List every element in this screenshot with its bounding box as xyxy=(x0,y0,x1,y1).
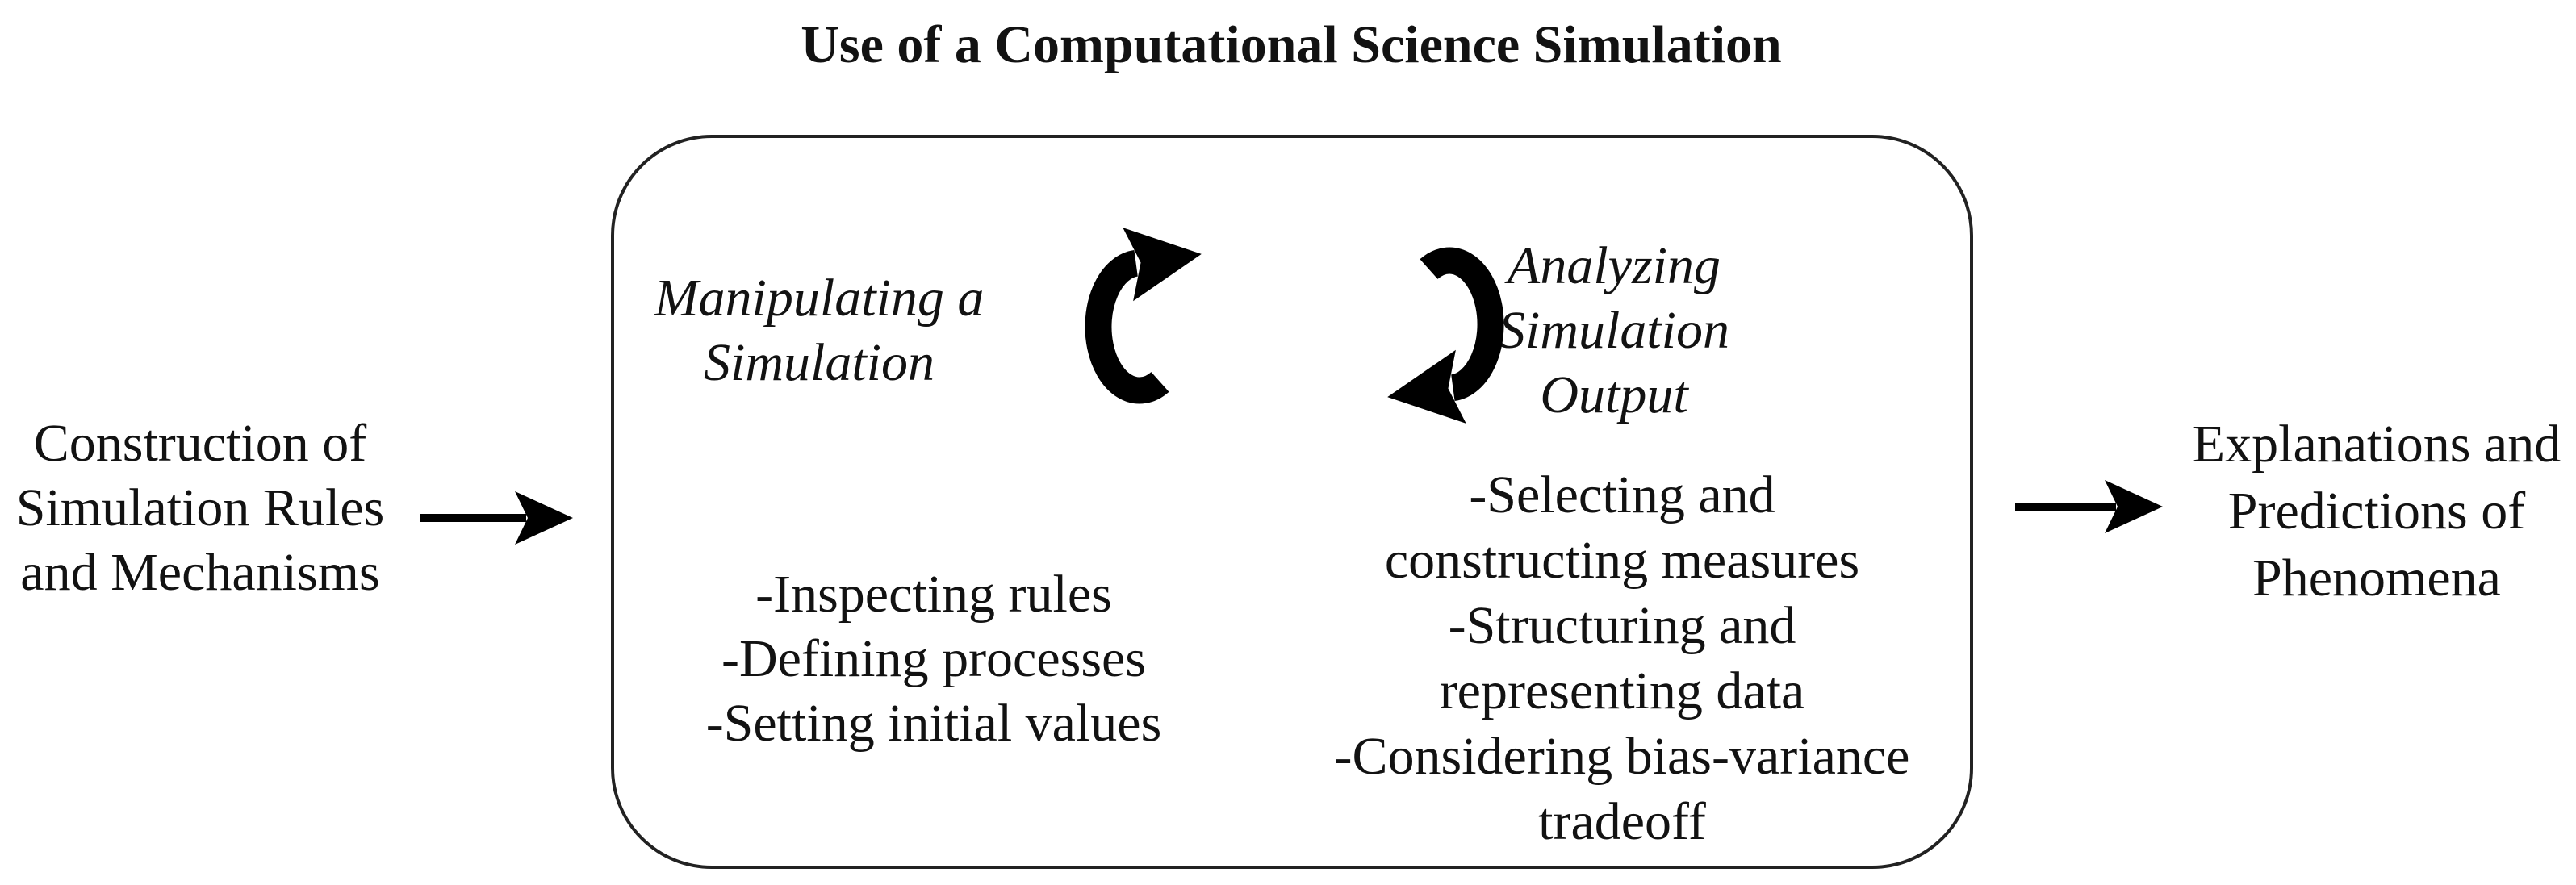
input-node-label: Construction of Simulation Rules and Mec… xyxy=(0,411,400,605)
list-item: -Defining processes xyxy=(721,629,1146,688)
analyzing-heading-line: Output xyxy=(1540,365,1688,424)
manipulating-simulation-heading: Manipulating a Simulation xyxy=(577,266,1061,395)
input-node-line: Construction of xyxy=(33,414,367,473)
output-node-line: Explanations and xyxy=(2192,415,2561,474)
analyzing-heading-line: Simulation xyxy=(1498,301,1729,360)
input-node-line: and Mechanisms xyxy=(20,543,380,602)
list-item-line: tradeoff xyxy=(1538,792,1706,851)
list-item: -Inspecting rules xyxy=(755,565,1112,624)
input-node-line: Simulation Rules xyxy=(15,478,385,537)
output-node-label: Explanations and Predictions of Phenomen… xyxy=(2094,411,2576,612)
diagram-title: Use of a Computational Science Simulatio… xyxy=(801,15,1782,74)
list-item-line: -Structuring and xyxy=(1448,596,1796,655)
output-node-line: Phenomena xyxy=(2252,549,2501,607)
analyzing-heading-line: Analyzing xyxy=(1508,236,1721,295)
analyzing-output-heading: Analyzing Simulation Output xyxy=(1372,234,1856,428)
list-item-line: -Selecting and xyxy=(1469,465,1775,524)
list-item: -Setting initial values xyxy=(705,694,1162,753)
manipulating-heading-line: Simulation xyxy=(703,333,935,392)
manipulating-item-list: -Inspecting rules -Defining processes -S… xyxy=(651,562,1216,756)
manipulating-heading-line: Manipulating a xyxy=(654,269,985,328)
list-item-line: -Considering bias-variance xyxy=(1334,727,1910,786)
analyzing-item-list: -Selecting and constructing measures -St… xyxy=(1315,462,1929,854)
list-item-line: representing data xyxy=(1439,662,1805,720)
input-right-arrow-icon xyxy=(420,491,573,545)
list-item-line: constructing measures xyxy=(1384,531,1860,590)
output-node-line: Predictions of xyxy=(2227,482,2526,541)
simulation-cycle-box xyxy=(611,135,1973,869)
